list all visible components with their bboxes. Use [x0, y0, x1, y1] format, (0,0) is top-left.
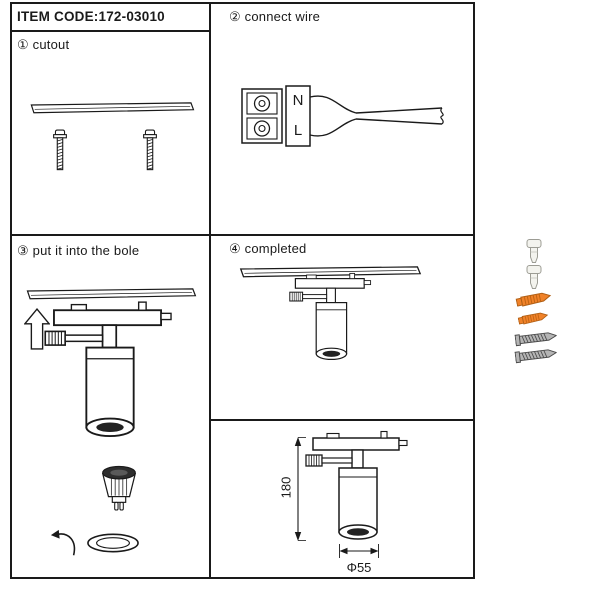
track-rail-illustration-1 [28, 102, 196, 114]
screw-icon-1 [514, 328, 557, 347]
track-light-fixture-illustration-2 [289, 272, 377, 362]
up-arrow-icon [24, 307, 50, 350]
panel-1-cutout [10, 30, 211, 236]
terminal-plate [285, 85, 311, 147]
wire-connector-illustration [241, 85, 444, 147]
wall-anchor-icon-2 [521, 264, 547, 290]
screw-icon-right [140, 128, 160, 174]
diameter-dimension-line [339, 544, 379, 558]
track-rail-illustration-2 [24, 288, 198, 300]
step-4-label: ④ completed [229, 241, 307, 256]
height-dimension-label: 180 [278, 476, 294, 499]
terminal-l-label: L [293, 122, 303, 139]
gu10-bulb-illustration [97, 462, 141, 514]
wall-anchor-icon-1 [521, 238, 547, 264]
screw-icon-left [50, 128, 70, 174]
step-2-label: ② connect wire [229, 9, 321, 24]
trim-ring-illustration [87, 533, 139, 553]
wall-plug-icon-2 [517, 309, 550, 327]
step-3-label: ③ put it into the bole [17, 243, 140, 258]
wall-plug-icon-1 [515, 288, 553, 309]
terminal-n-label: N [292, 92, 304, 109]
screw-icon-2 [514, 345, 557, 364]
step-1-label: ① cutout [17, 37, 70, 52]
track-light-fixture-illustration-3 [305, 430, 415, 542]
height-dimension-line [294, 437, 306, 541]
track-light-fixture-illustration-1 [44, 300, 181, 440]
hardware-panel [512, 236, 562, 368]
item-code-text: ITEM CODE:172-03010 [17, 9, 165, 24]
rotate-arrow-icon [50, 529, 76, 556]
diameter-dimension-label: Φ55 [346, 560, 372, 575]
